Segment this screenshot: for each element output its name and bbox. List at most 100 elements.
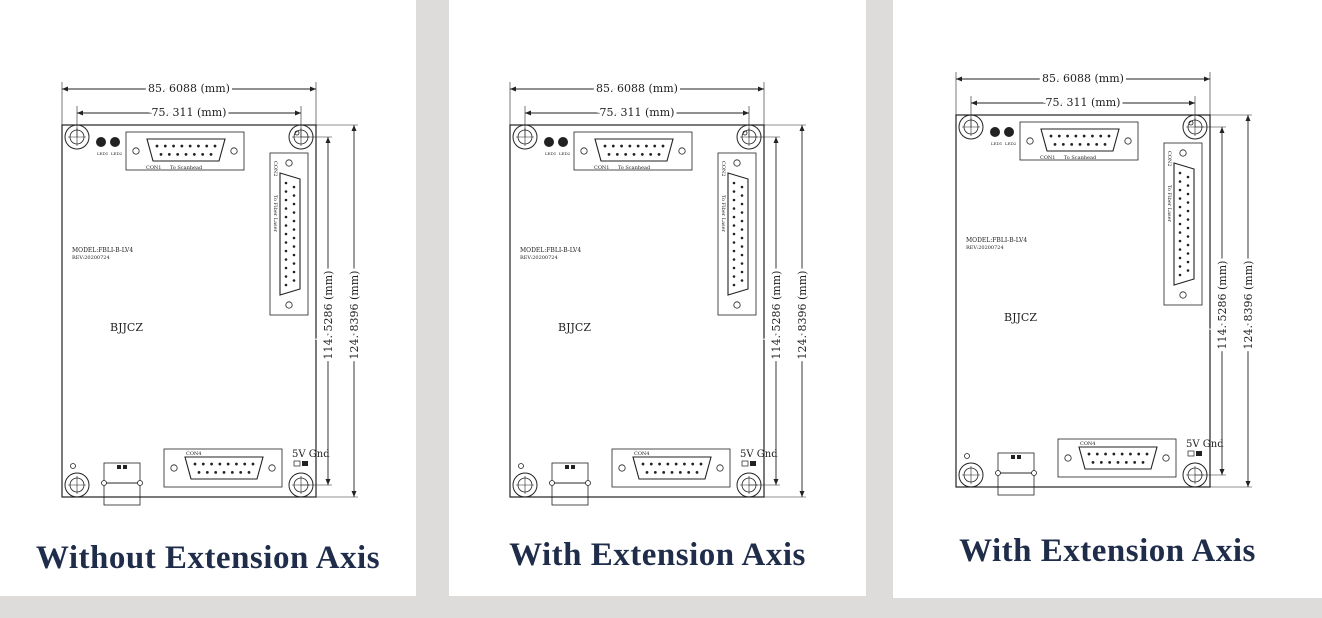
con4-screw (268, 464, 276, 472)
aux-connector-tab (103, 482, 141, 506)
inner-height-dimension-line-arrowhead (325, 137, 331, 143)
con1-pin (1095, 143, 1099, 146)
height-dimension-line-arrowhead (1245, 481, 1251, 487)
inner-height-dimension-line-arrowhead (773, 479, 779, 485)
con4-label: CON4 (1080, 441, 1095, 447)
con4-pin (1124, 461, 1128, 464)
con2-pin (284, 241, 288, 244)
con4-pin (243, 462, 247, 466)
con4-shell (1078, 446, 1158, 470)
aux-screw (585, 480, 591, 486)
con1-pin (1061, 143, 1065, 146)
con2-screw (1179, 291, 1187, 299)
con2-pin (284, 224, 288, 227)
con4-pin (683, 462, 686, 466)
aux-screw (549, 480, 555, 486)
con4-pin (230, 471, 234, 474)
aux-screw (101, 480, 107, 486)
power-pin (293, 460, 301, 467)
con2-pin (292, 219, 296, 223)
mounting-hole (958, 114, 984, 140)
fiducial (742, 130, 748, 136)
con2-pin (284, 232, 288, 236)
con2-shell (279, 172, 301, 296)
led-icon (1004, 127, 1014, 137)
height-dimension-label: 124. 8396 (mm) (796, 271, 809, 360)
fiducial (518, 463, 524, 469)
con4-pin (695, 471, 699, 474)
con2-pin (284, 249, 288, 253)
mounting-hole (64, 124, 90, 150)
con4-screw (1162, 454, 1170, 462)
con1-pin (180, 144, 184, 148)
con2-pin (732, 224, 736, 227)
scanhead-label: To Scanhead (618, 165, 651, 171)
con2-pin (1178, 248, 1182, 251)
power-pin (302, 461, 308, 466)
con1-shell (146, 138, 226, 162)
con1-pin (603, 144, 607, 148)
con4-screw (618, 464, 626, 472)
con4-pin (653, 471, 657, 474)
con1-pin (201, 153, 205, 156)
led-icon (96, 137, 106, 147)
con1-pin (649, 153, 653, 156)
con4-pin (662, 471, 666, 474)
con4-pin (691, 462, 695, 466)
inner-width-dimension-line-arrowhead (743, 110, 749, 116)
con1-pin (1099, 134, 1103, 138)
con1-pin (159, 153, 163, 156)
con2-pin (1186, 243, 1190, 247)
con2-pin (284, 181, 288, 185)
brand-label: BJJCZ (1004, 311, 1037, 324)
con2-shell (727, 172, 749, 296)
fiducial (70, 463, 76, 469)
con1-housing (573, 131, 693, 171)
con2-label: CON2 (720, 161, 726, 176)
con2-pin (732, 232, 736, 236)
mounting-hole (288, 472, 314, 498)
con2-label: CON2 (1166, 151, 1172, 166)
height-dimension-line-arrowhead (351, 491, 357, 497)
con2-pin (732, 215, 736, 219)
con2-pin (740, 270, 744, 274)
con2-pin (732, 190, 736, 193)
con2-pin (1186, 175, 1190, 179)
con2-pin (284, 207, 288, 210)
con4-pin (1108, 461, 1112, 464)
con4-pin (1137, 452, 1141, 456)
board-drawing: 85. 6088 (mm)75. 311 (mm)114. 5286 (mm)1… (509, 79, 812, 506)
con1-pin (155, 144, 159, 148)
con1-pin (640, 153, 644, 156)
board-drawing: 85. 6088 (mm)75. 311 (mm)114. 5286 (mm)1… (61, 79, 364, 506)
led1-label: LED1 (97, 151, 108, 156)
con1-pin (205, 144, 209, 148)
led2-label: LED2 (111, 151, 123, 156)
inner-height-dimension-label: 114. 5286 (mm) (1216, 261, 1229, 350)
inner-width-dimension-label: 75. 311 (mm) (600, 106, 675, 119)
led2-label: LED2 (559, 151, 571, 156)
power-pin (1187, 450, 1195, 457)
con2-pin (1178, 188, 1182, 192)
con4-housing (1057, 438, 1177, 478)
con2-pin (1186, 192, 1190, 196)
con2-pin (740, 262, 744, 265)
con1-shell (1040, 128, 1120, 152)
con2-pin (740, 245, 744, 248)
con2-pin (740, 228, 744, 231)
aux-screw (137, 480, 143, 486)
con2-housing (717, 152, 757, 316)
con4-pin (251, 462, 255, 466)
con4-pin (687, 471, 691, 474)
con2-screw (733, 159, 741, 167)
con2-pin (292, 245, 296, 248)
aux-connector-tab (997, 472, 1035, 496)
con2-pin (1186, 252, 1190, 255)
con1-pin (1053, 143, 1057, 146)
con2-pin (1178, 197, 1182, 200)
aux-pin (565, 465, 569, 469)
con2-pin (732, 275, 736, 278)
con1-pin (611, 144, 615, 148)
con4-pin (1112, 452, 1116, 456)
con2-pin (284, 190, 288, 193)
